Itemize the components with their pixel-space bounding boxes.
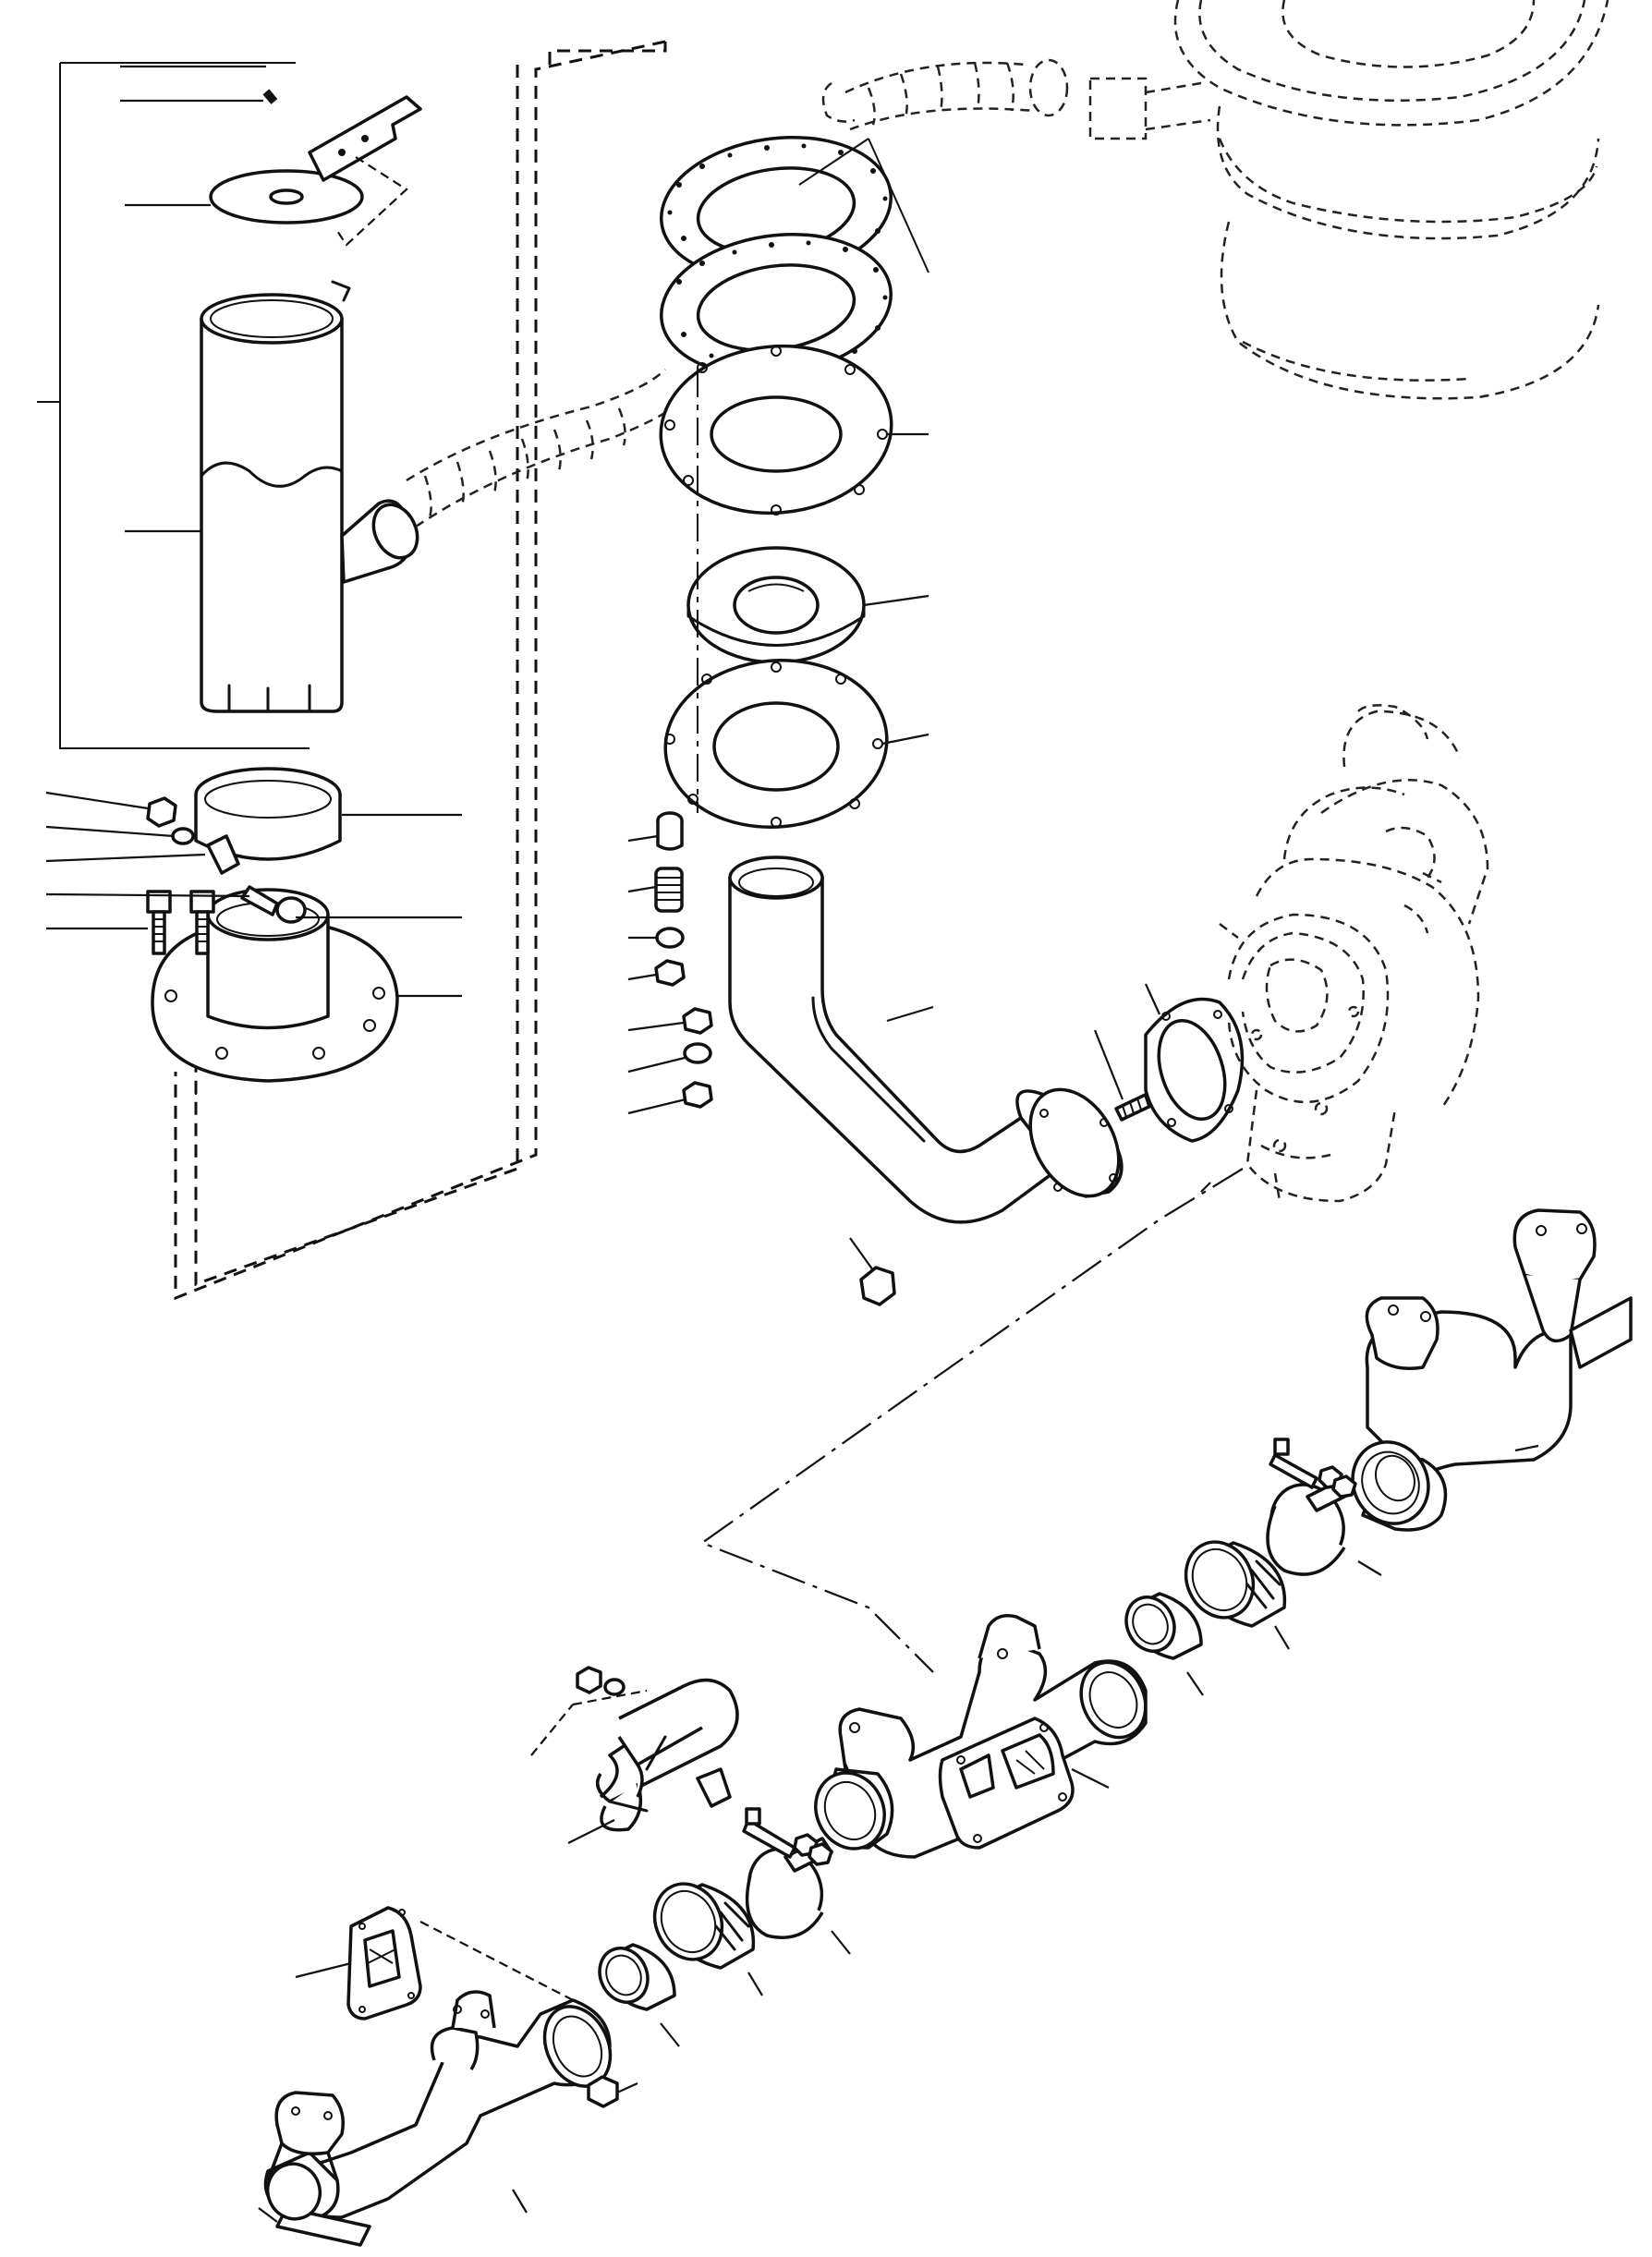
manifold-sleeve-icon — [652, 1882, 763, 1996]
hex-nut-icon — [587, 2075, 638, 2108]
assembly-center-lines — [697, 138, 929, 813]
shield-hardware — [530, 1666, 648, 1756]
exhaust-elbow-icon — [728, 855, 1124, 1224]
manifold-clamp-icon — [1266, 1438, 1382, 1576]
stack-routing-dashes — [174, 40, 667, 1301]
heat-shield-icon — [567, 1678, 739, 1844]
lock-washer-icon — [171, 827, 195, 845]
hex-nut-icon — [682, 1007, 713, 1035]
lock-washer-icon — [603, 1678, 626, 1696]
cap-screw-icon — [240, 885, 307, 924]
mounting-plate-icon — [659, 344, 893, 516]
manifold-sleeve-icon — [1124, 1592, 1204, 1696]
spring-icon — [654, 867, 684, 913]
hex-nut-icon — [654, 959, 686, 987]
spacer-ring-icon — [686, 546, 866, 664]
hex-nut-icon — [146, 796, 177, 828]
exhaust-stack-icon — [200, 280, 419, 713]
stack-leader-lines — [45, 65, 462, 1095]
hex-nut-icon — [682, 1081, 713, 1109]
turbocharger-icon — [1219, 704, 1489, 1203]
stack-clamp-icon — [194, 767, 342, 875]
lock-washer-icon — [683, 1042, 712, 1064]
cap-screw-icon — [146, 890, 172, 955]
turbo-gasket-icon — [1144, 983, 1245, 1143]
assembly-chain-lines — [699, 1168, 1244, 1673]
manifold-sleeve-icon — [598, 1943, 680, 2047]
manifold-sleeve-icon — [1184, 1540, 1290, 1650]
exhaust-manifold-rear-icon — [258, 1990, 613, 2247]
stack-assembly-bracket — [37, 62, 310, 749]
spacer-ring-icon — [656, 811, 684, 851]
air-cleaner-icon — [1088, 0, 1609, 400]
lock-washer-icon — [655, 927, 685, 949]
exhaust-manifold-center-icon — [814, 1614, 1148, 1859]
exhaust-manifold-front-icon — [1351, 1208, 1633, 1532]
port-gasket-icon — [295, 1906, 583, 2020]
flex-hose-icon — [406, 58, 1069, 528]
hex-nut-icon — [576, 1666, 602, 1694]
hex-nut-icon — [859, 1266, 896, 1306]
manifold-clamp-icon — [742, 1807, 851, 1955]
base-flange-icon — [663, 658, 889, 830]
rain-cap-icon — [209, 89, 422, 247]
flange-hardware-column — [627, 811, 713, 1115]
